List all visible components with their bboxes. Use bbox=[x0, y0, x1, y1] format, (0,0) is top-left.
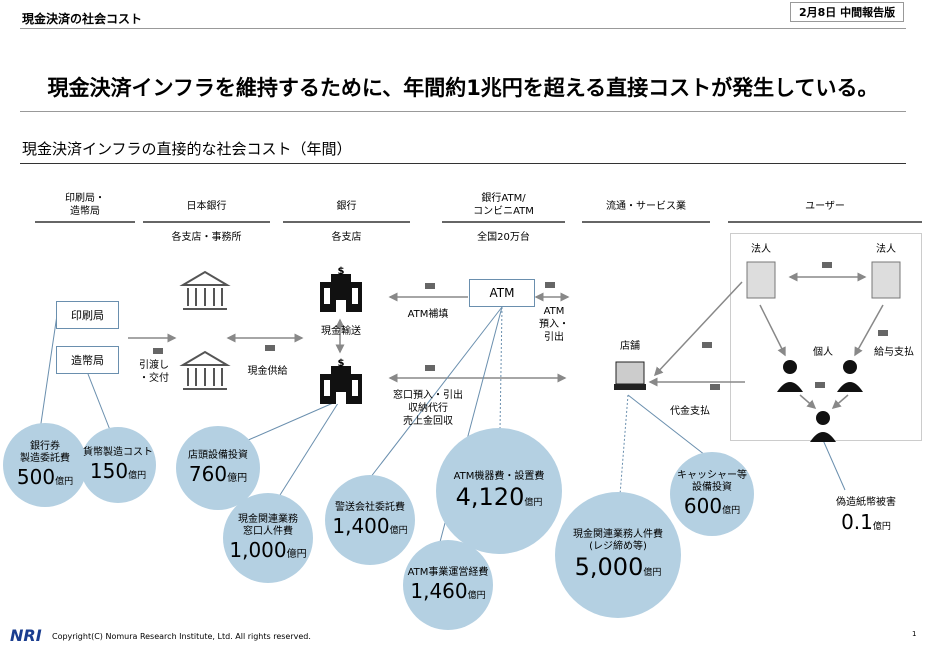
cost-label: 貨幣製造コスト bbox=[83, 447, 153, 458]
cost-value: 1,460 bbox=[410, 579, 468, 603]
boj-sub: 各支店・事務所 bbox=[171, 232, 242, 243]
svg-text:$: $ bbox=[338, 358, 345, 369]
printing-bureau-node: 印刷局 bbox=[56, 301, 119, 329]
cost-value: 1,400 bbox=[332, 514, 390, 538]
counter-label: 窓口預入・引出 収納代行 売上金回収 bbox=[393, 390, 463, 427]
mint-node: 造幣局 bbox=[56, 346, 119, 374]
headline: 現金決済インフラを維持するために、年間約1兆円を超える直接コストが発生している。 bbox=[47, 76, 879, 100]
atm-deposit-label: ATM 預入・ 引出 bbox=[539, 306, 569, 343]
section-title: 現金決済の社会コスト bbox=[22, 12, 143, 26]
column-boj: 日本銀行 bbox=[186, 201, 227, 212]
cost-unit: 億円 bbox=[128, 471, 147, 481]
corp-label-2: 法人 bbox=[876, 244, 896, 255]
transport-label: 現金輸送 bbox=[321, 326, 361, 337]
bank-sub: 各支店 bbox=[331, 232, 362, 243]
cost-label: 店頭設備投資 bbox=[188, 450, 248, 461]
cost-unit: 億円 bbox=[722, 506, 741, 516]
cost-unit: 億円 bbox=[286, 549, 307, 560]
cost-unit: 億円 bbox=[872, 522, 891, 532]
cost-value: 5,000 bbox=[574, 552, 644, 581]
column-printing-mint: 印刷局・ 造幣局 bbox=[65, 193, 105, 217]
cost-value: 0.1 bbox=[841, 510, 873, 534]
atm-sub: 全国20万台 bbox=[477, 232, 530, 243]
cost-label: 現金関連業務 窓口人件費 bbox=[238, 514, 298, 537]
cost-counterfeit: 偽造紙幣被害 0.1億円 bbox=[818, 496, 914, 535]
cash-register-icon bbox=[614, 361, 646, 390]
column-retail: 流通・サービス業 bbox=[606, 201, 686, 212]
cost-value: 1,000 bbox=[229, 538, 287, 562]
person-icon bbox=[777, 360, 863, 442]
cost-label: 警送会社委託費 bbox=[335, 502, 405, 513]
cost-unit: 億円 bbox=[643, 567, 662, 578]
individual-label: 個人 bbox=[813, 347, 833, 358]
money-icon bbox=[153, 262, 888, 390]
subtitle: 現金決済インフラの直接的な社会コスト（年間） bbox=[22, 140, 352, 158]
atm-node: ATM bbox=[469, 279, 535, 307]
column-atm: 銀行ATM/ コンビニATM bbox=[473, 193, 534, 217]
payment-label: 代金支払 bbox=[670, 406, 710, 417]
version-label: 2月8日 中間報告版 bbox=[790, 2, 905, 22]
cost-label: ATM機器費・設置費 bbox=[453, 470, 545, 482]
cost-unit: 億円 bbox=[55, 477, 74, 487]
cost-label: 偽造紙幣被害 bbox=[836, 497, 896, 508]
handover-label: 引渡し ・交付 bbox=[139, 360, 169, 384]
cost-unit: 億円 bbox=[467, 591, 486, 601]
supply-label: 現金供給 bbox=[247, 366, 288, 377]
cost-retail-staff: 現金関連業務人件費 (レジ締め等)5,000億円 bbox=[555, 492, 681, 618]
cost-label: 現金関連業務人件費 (レジ締め等) bbox=[573, 528, 663, 552]
copyright: Copyright(C) Nomura Research Institute, … bbox=[52, 632, 311, 641]
cost-value: 500 bbox=[16, 465, 56, 489]
cost-value: 4,120 bbox=[455, 482, 525, 511]
column-bank: 銀行 bbox=[336, 201, 357, 212]
cost-value: 150 bbox=[89, 459, 129, 483]
cost-value: 760 bbox=[188, 462, 228, 486]
divider bbox=[20, 163, 906, 164]
central-bank-icon bbox=[179, 270, 231, 390]
svg-text:$: $ bbox=[338, 266, 345, 277]
cost-label: 銀行券 製造委託費 bbox=[20, 441, 70, 464]
salary-label: 給与支払 bbox=[874, 347, 914, 358]
cost-unit: 億円 bbox=[389, 526, 408, 536]
store-label: 店舗 bbox=[620, 341, 640, 352]
page-number: 1 bbox=[912, 630, 917, 638]
cost-unit: 億円 bbox=[227, 473, 248, 484]
nri-logo: NRI bbox=[10, 626, 42, 645]
cost-label: ATM事業運営経費 bbox=[407, 567, 489, 578]
bank-building-icon: $ $ bbox=[320, 266, 362, 404]
corp-label-1: 法人 bbox=[751, 244, 771, 255]
cost-label: キャッシャー等 設備投資 bbox=[677, 470, 747, 493]
column-user: ユーザー bbox=[805, 201, 845, 212]
atm-fill-label: ATM補填 bbox=[407, 309, 449, 320]
office-building-icon bbox=[746, 261, 901, 299]
cost-value: 600 bbox=[683, 494, 723, 518]
divider bbox=[20, 28, 906, 29]
divider bbox=[20, 111, 906, 112]
cost-unit: 億円 bbox=[524, 497, 543, 508]
